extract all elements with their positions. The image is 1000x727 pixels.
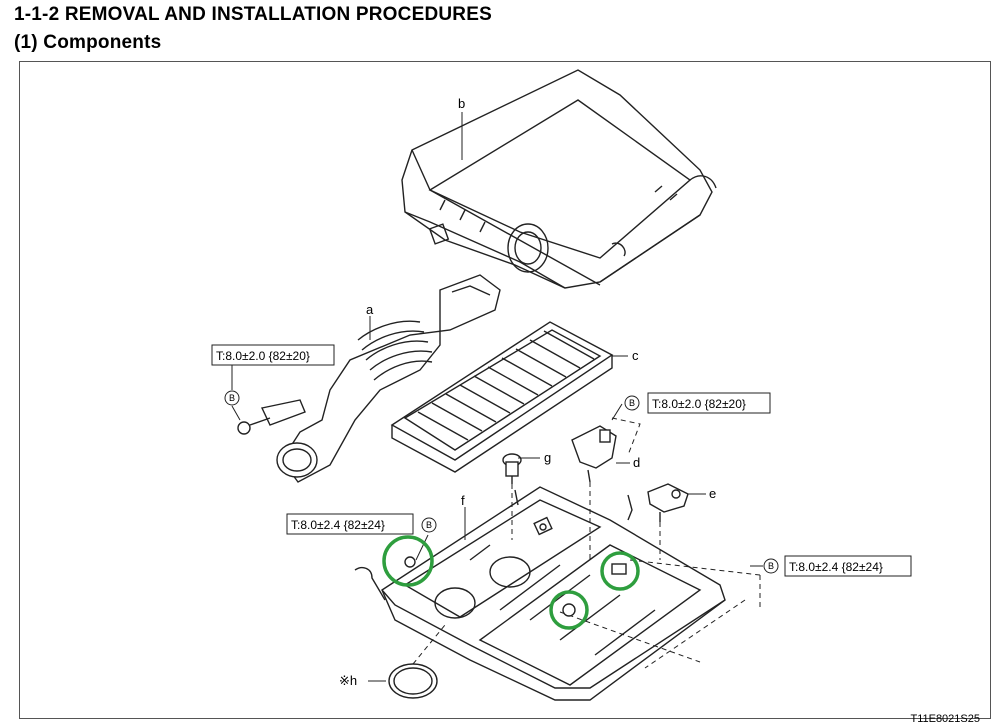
highlight-circle-left [382,535,434,587]
torque-label-case-left: T:8.0±2.4 {82±24} [291,518,385,532]
section-title: 1-1-2 REMOVAL AND INSTALLATION PROCEDURE… [14,4,492,25]
highlight-circles [382,535,640,630]
grease-symbol-duct: B [229,393,235,403]
label-g: g [544,450,551,465]
torque-callouts: T:8.0±2.0 {82±20} T:8.0±2.0 {82±20} T:8.… [211,344,912,577]
air-cleaner-cover [401,69,717,289]
bolt-markers [404,556,627,617]
sensor-plug [502,453,522,484]
part-labels: b a c g d e f ※h [339,96,716,688]
temperature-sensor [647,483,689,522]
grease-symbol-sensor: B [629,398,635,408]
grease-symbols: B B B B [224,390,779,574]
label-h: ※h [339,673,357,688]
subsection-title: (1) Components [14,32,162,53]
torque-label-duct: T:8.0±2.0 {82±20} [216,349,310,363]
label-c: c [632,348,639,363]
highlight-circle-center [549,590,589,630]
torque-label-sensor: T:8.0±2.0 {82±20} [652,397,746,411]
label-a: a [366,302,374,317]
label-d: d [633,455,640,470]
reference-lines [412,417,761,669]
airflow-sensor [571,425,617,483]
grease-symbol-case-left: B [426,520,432,530]
label-f: f [461,493,465,508]
label-b: b [458,96,465,111]
label-e: e [709,486,716,501]
highlight-circle-right [600,551,640,591]
filter-element [390,321,614,473]
torque-label-case-right: T:8.0±2.4 {82±24} [789,560,883,574]
leader-lines [231,112,763,682]
seal-ring [388,663,438,699]
diagram-frame [19,61,991,719]
grease-symbol-case-right: B [768,561,774,571]
figure-code: T11E8021S25 [910,713,980,725]
intake-duct [237,274,501,483]
